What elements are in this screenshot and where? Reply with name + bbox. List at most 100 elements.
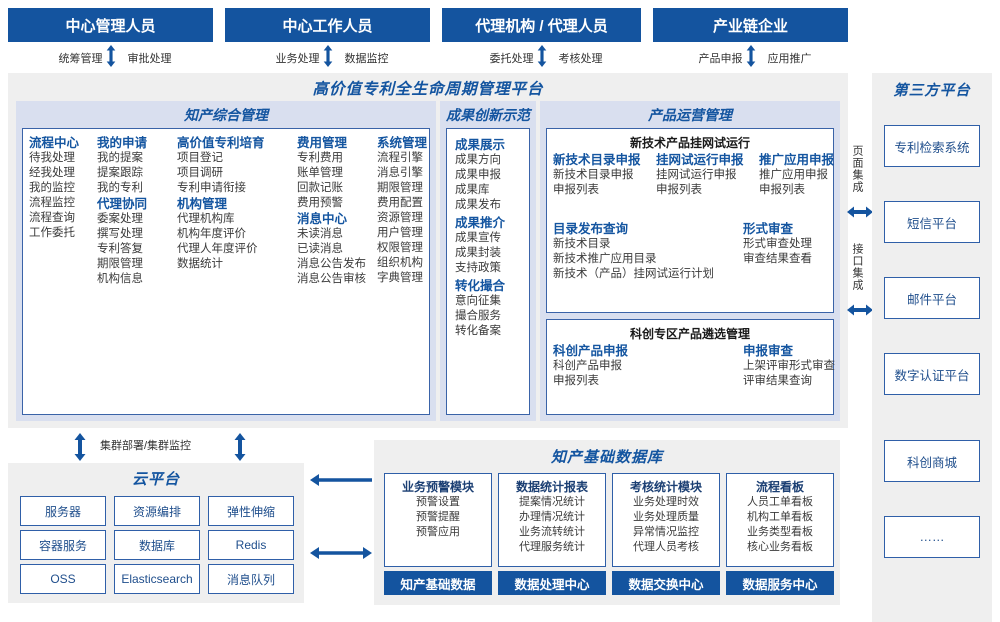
menu-item[interactable]: 我的提案 [97, 152, 143, 164]
cloud-cell-1[interactable]: 资源编排 [114, 496, 200, 526]
cloud-cell-3[interactable]: 容器服务 [20, 530, 106, 560]
db-item[interactable]: 业务处理时效 [633, 496, 699, 508]
db-item[interactable]: 办理情况统计 [519, 511, 585, 523]
db-footer-1[interactable]: 数据处理中心 [498, 571, 606, 595]
menu-item[interactable]: 流程引擎 [377, 152, 423, 164]
menu-item[interactable]: 项目登记 [177, 152, 223, 164]
third-party-item-5[interactable]: …… [884, 516, 980, 558]
db-item[interactable]: 机构工单看板 [747, 511, 813, 523]
menu-item[interactable]: 支持政策 [455, 262, 501, 274]
menu-item[interactable]: 新技术目录 [553, 238, 611, 250]
menu-item[interactable]: 消息公告发布 [297, 258, 366, 270]
db-item[interactable]: 人员工单看板 [747, 496, 813, 508]
role-box-1[interactable]: 中心工作人员 [225, 8, 430, 42]
menu-item[interactable]: 意向征集 [455, 295, 501, 307]
menu-item[interactable]: 撰写处理 [97, 228, 143, 240]
db-item[interactable]: 预警提醒 [416, 511, 460, 523]
menu-item[interactable]: 专利答复 [97, 243, 143, 255]
menu-item[interactable]: 成果申报 [455, 169, 501, 181]
cloud-cell-6[interactable]: OSS [20, 564, 106, 594]
menu-item[interactable]: 转化备案 [455, 325, 501, 337]
menu-item[interactable]: 消息公告审核 [297, 273, 366, 285]
menu-item[interactable]: 流程查询 [29, 212, 75, 224]
db-item[interactable]: 预警设置 [416, 496, 460, 508]
menu-item[interactable]: 代理人年度评价 [177, 243, 258, 255]
role-box-2[interactable]: 代理机构 / 代理人员 [442, 8, 641, 42]
menu-item[interactable]: 专利费用 [297, 152, 343, 164]
menu-item[interactable]: 评审结果查询 [743, 375, 812, 387]
cloud-cell-0[interactable]: 服务器 [20, 496, 106, 526]
menu-item[interactable]: 费用配置 [377, 197, 423, 209]
menu-item[interactable]: 新技术推广应用目录 [553, 253, 657, 265]
db-item[interactable]: 异常情况监控 [633, 526, 699, 538]
menu-item[interactable]: 申报列表 [759, 184, 805, 196]
menu-item[interactable]: 数据统计 [177, 258, 223, 270]
menu-item[interactable]: 提案跟踪 [97, 167, 143, 179]
menu-item[interactable]: 新技术（产品）挂网试运行计划 [553, 268, 714, 280]
menu-item[interactable]: 用户管理 [377, 227, 423, 239]
menu-item[interactable]: 消息引擎 [377, 167, 423, 179]
menu-item[interactable]: 推广应用申报 [759, 169, 828, 181]
menu-item[interactable]: 流程监控 [29, 197, 75, 209]
menu-item[interactable]: 工作委托 [29, 227, 75, 239]
menu-item[interactable]: 账单管理 [297, 167, 343, 179]
menu-item[interactable]: 挂网试运行申报 [656, 169, 737, 181]
menu-item[interactable]: 成果封装 [455, 247, 501, 259]
menu-item[interactable]: 期限管理 [97, 258, 143, 270]
cloud-cell-4[interactable]: 数据库 [114, 530, 200, 560]
menu-item[interactable]: 回款记账 [297, 182, 343, 194]
menu-item[interactable]: 字典管理 [377, 272, 423, 284]
menu-item[interactable]: 代理机构库 [177, 213, 235, 225]
role-box-3[interactable]: 产业链企业 [653, 8, 848, 42]
menu-item[interactable]: 成果方向 [455, 154, 501, 166]
cloud-cell-5[interactable]: Redis [208, 530, 294, 560]
menu-item[interactable]: 已读消息 [297, 243, 343, 255]
menu-item[interactable]: 上架评审形式审查 [743, 360, 835, 372]
menu-item[interactable]: 项目调研 [177, 167, 223, 179]
db-item[interactable]: 核心业务看板 [747, 541, 813, 553]
db-footer-2[interactable]: 数据交换中心 [612, 571, 720, 595]
db-item[interactable]: 业务处理质量 [633, 511, 699, 523]
menu-item[interactable]: 新技术目录申报 [553, 169, 634, 181]
db-item[interactable]: 代理人员考核 [633, 541, 699, 553]
menu-item[interactable]: 权限管理 [377, 242, 423, 254]
menu-item[interactable]: 机构信息 [97, 273, 143, 285]
menu-item[interactable]: 成果库 [455, 184, 490, 196]
third-party-item-3[interactable]: 数字认证平台 [884, 353, 980, 395]
cloud-cell-8[interactable]: 消息队列 [208, 564, 294, 594]
menu-item[interactable]: 委案处理 [97, 213, 143, 225]
menu-item[interactable]: 我的监控 [29, 182, 75, 194]
role-box-0[interactable]: 中心管理人员 [8, 8, 213, 42]
menu-item[interactable]: 撮合服务 [455, 310, 501, 322]
third-party-item-4[interactable]: 科创商城 [884, 440, 980, 482]
cloud-cell-2[interactable]: 弹性伸缩 [208, 496, 294, 526]
menu-item[interactable]: 成果宣传 [455, 232, 501, 244]
menu-item[interactable]: 审查结果查看 [743, 253, 812, 265]
db-item[interactable]: 业务类型看板 [747, 526, 813, 538]
menu-item[interactable]: 申报列表 [553, 375, 599, 387]
db-item[interactable]: 预警应用 [416, 526, 460, 538]
db-footer-3[interactable]: 数据服务中心 [726, 571, 834, 595]
menu-item[interactable]: 申报列表 [553, 184, 599, 196]
menu-item[interactable]: 费用预警 [297, 197, 343, 209]
menu-item[interactable]: 经我处理 [29, 167, 75, 179]
db-item[interactable]: 代理服务统计 [519, 541, 585, 553]
db-item[interactable]: 提案情况统计 [519, 496, 585, 508]
menu-item[interactable]: 未读消息 [297, 228, 343, 240]
db-item[interactable]: 业务流转统计 [519, 526, 585, 538]
db-footer-0[interactable]: 知产基础数据 [384, 571, 492, 595]
menu-item[interactable]: 科创产品申报 [553, 360, 622, 372]
menu-item[interactable]: 机构年度评价 [177, 228, 246, 240]
menu-item[interactable]: 组织机构 [377, 257, 423, 269]
menu-item[interactable]: 专利申请衔接 [177, 182, 246, 194]
menu-item[interactable]: 成果发布 [455, 199, 501, 211]
menu-item[interactable]: 申报列表 [656, 184, 702, 196]
menu-item[interactable]: 待我处理 [29, 152, 75, 164]
menu-item[interactable]: 期限管理 [377, 182, 423, 194]
menu-item[interactable]: 资源管理 [377, 212, 423, 224]
third-party-item-1[interactable]: 短信平台 [884, 201, 980, 243]
cloud-cell-7[interactable]: Elasticsearch [114, 564, 200, 594]
menu-item[interactable]: 我的专利 [97, 182, 143, 194]
third-party-item-2[interactable]: 邮件平台 [884, 277, 980, 319]
third-party-item-0[interactable]: 专利检索系统 [884, 125, 980, 167]
